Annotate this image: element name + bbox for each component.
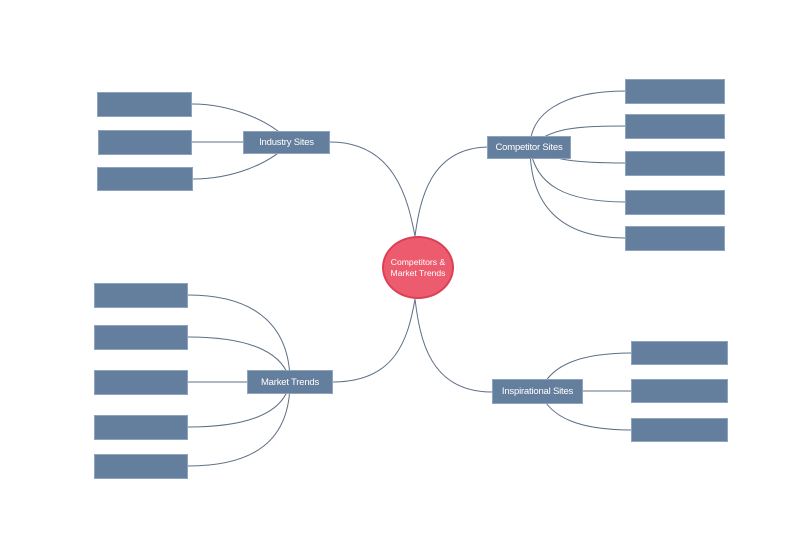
connector-market-leaf-1 (187, 294, 291, 383)
competitor-sites-leaf-5[interactable] (625, 226, 725, 251)
market-trends-leaf-4[interactable] (94, 415, 188, 440)
branch-inspirational-sites[interactable]: Inspirational Sites (492, 379, 583, 404)
branch-competitor-sites[interactable]: Competitor Sites (487, 136, 571, 159)
inspirational-sites-leaf-2[interactable] (631, 379, 728, 403)
industry-sites-leaf-3[interactable] (97, 167, 193, 191)
inspirational-sites-leaf-3[interactable] (631, 418, 728, 442)
branch-industry-sites[interactable]: Industry Sites (243, 131, 330, 154)
market-trends-leaf-5[interactable] (94, 454, 188, 479)
competitor-sites-leaf-2[interactable] (625, 114, 725, 139)
competitor-sites-leaf-4[interactable] (625, 190, 725, 215)
connector-center-competitor-sites (414, 146, 489, 237)
market-trends-leaf-1[interactable] (94, 283, 188, 308)
branch-industry-sites-label: Industry Sites (259, 137, 314, 148)
connector-competitor-leaf-5 (529, 146, 627, 239)
branch-competitor-sites-label: Competitor Sites (495, 142, 563, 153)
inspirational-sites-leaf-1[interactable] (631, 341, 728, 365)
connector-center-market-trends (332, 298, 416, 383)
industry-sites-leaf-2[interactable] (98, 130, 192, 155)
branch-market-trends[interactable]: Market Trends (247, 370, 333, 394)
central-topic-node[interactable]: Competitors & Market Trends (382, 236, 454, 299)
branch-inspirational-sites-label: Inspirational Sites (501, 386, 574, 397)
market-trends-leaf-3[interactable] (94, 370, 188, 395)
branch-market-trends-label: Market Trends (260, 376, 320, 388)
market-trends-leaf-2[interactable] (94, 325, 188, 350)
connector-market-leaf-5 (187, 381, 291, 467)
industry-sites-leaf-1[interactable] (97, 92, 192, 117)
connector-center-industry-sites (329, 141, 416, 237)
competitor-sites-leaf-3[interactable] (625, 151, 725, 176)
central-topic-label: Competitors & Market Trends (390, 256, 446, 278)
connector-center-inspirational-sites (414, 298, 493, 393)
competitor-sites-leaf-1[interactable] (625, 79, 725, 104)
